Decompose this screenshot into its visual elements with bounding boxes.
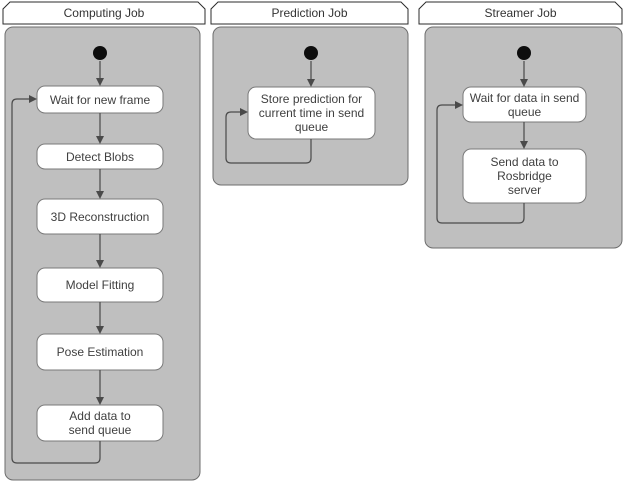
- activity-node-rect: [36, 267, 164, 303]
- loop-arrow: [225, 108, 312, 164]
- start-node-icon: [304, 46, 318, 60]
- start-node-icon: [93, 46, 107, 60]
- loop-arrow: [11, 95, 101, 464]
- activity-node-rect: [36, 198, 164, 235]
- lane-title-shape-computing: [2, 1, 206, 25]
- lane-title-shape-prediction: [210, 1, 409, 25]
- start-node-icon: [517, 46, 531, 60]
- activity-node-rect: [36, 143, 164, 170]
- activity-node-rect: [462, 148, 587, 204]
- activity-node-rect: [36, 404, 164, 442]
- activity-node-rect: [247, 86, 376, 140]
- activity-node-rect: [36, 333, 164, 371]
- lane-title-shape-streamer: [418, 1, 623, 25]
- loop-arrow: [436, 101, 525, 224]
- activity-node-rect: [36, 85, 164, 114]
- activity-node-rect: [462, 86, 587, 123]
